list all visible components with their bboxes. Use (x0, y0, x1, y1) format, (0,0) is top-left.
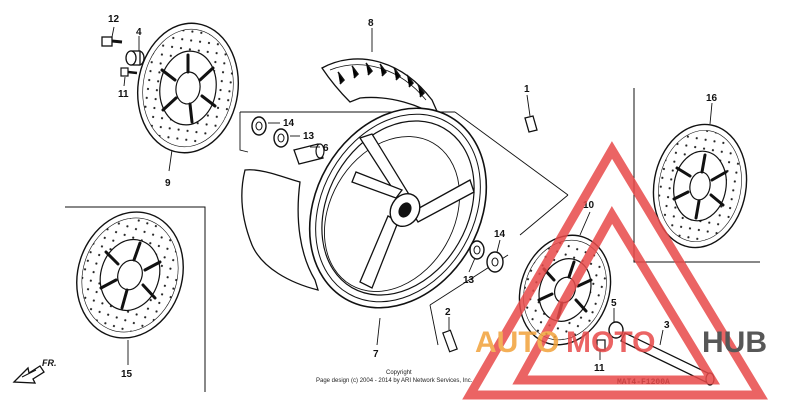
bolt-11-top (120, 67, 138, 77)
label-part-4: 4 (136, 27, 142, 38)
front-direction-label: FR. (42, 358, 57, 368)
label-part-16: 16 (706, 93, 718, 104)
front-direction-arrow: FR. (12, 358, 57, 384)
automotohub-watermark: AUTO MOTO HUB (462, 141, 768, 400)
tire-8-side (241, 169, 319, 291)
seal-13-right (469, 240, 485, 260)
leader-lines (111, 26, 713, 365)
distance-collar-6 (293, 143, 325, 165)
wheel-7 (308, 107, 488, 309)
brake-disc-9 (136, 22, 240, 154)
label-part-6: 6 (323, 143, 329, 154)
frame-line-right (633, 88, 760, 263)
watermark-text-auto: AUTO (475, 326, 559, 359)
bolt-11-bottom (596, 339, 606, 351)
label-part-5: 5 (611, 298, 617, 309)
label-part-8: 8 (368, 18, 374, 29)
watermark-text-moto: MOTO (566, 326, 655, 359)
bearing-14-right (486, 251, 504, 273)
brake-disc-16 (652, 123, 748, 249)
label-part-7: 7 (373, 349, 379, 360)
copyright-line-2: Page design (c) 2004 - 2014 by ARI Netwo… (316, 378, 473, 384)
label-part-15: 15 (121, 369, 133, 380)
clip-1 (524, 115, 538, 133)
label-part-14-right: 14 (494, 229, 506, 240)
brake-disc-15 (76, 211, 184, 339)
bearing-14-left (251, 116, 267, 136)
collar-5 (608, 321, 624, 339)
label-part-3: 3 (664, 320, 670, 331)
watermark-triangle-logo (462, 141, 768, 400)
part-labels: 12 4 11 9 8 14 13 6 1 16 10 14 13 7 2 5 … (108, 14, 718, 380)
watermark-text-hub: HUB (702, 326, 767, 359)
label-part-13-right: 13 (463, 275, 475, 286)
label-part-1: 1 (524, 84, 530, 95)
seal-13-left (273, 128, 289, 148)
label-part-13-left: 13 (303, 131, 315, 142)
label-part-11-top: 11 (118, 89, 129, 100)
spacer-4 (125, 50, 145, 66)
label-part-14-left: 14 (283, 118, 295, 129)
label-part-10: 10 (583, 200, 595, 211)
label-part-2: 2 (445, 307, 451, 318)
label-part-9: 9 (165, 178, 171, 189)
copyright-line-1: Copyright (386, 370, 412, 376)
bolt-12 (101, 36, 123, 47)
tire-8 (321, 58, 442, 120)
label-part-11-bottom: 11 (594, 363, 605, 374)
label-part-12: 12 (108, 14, 120, 25)
frame-line-left (65, 206, 206, 392)
valve-2 (442, 329, 458, 353)
